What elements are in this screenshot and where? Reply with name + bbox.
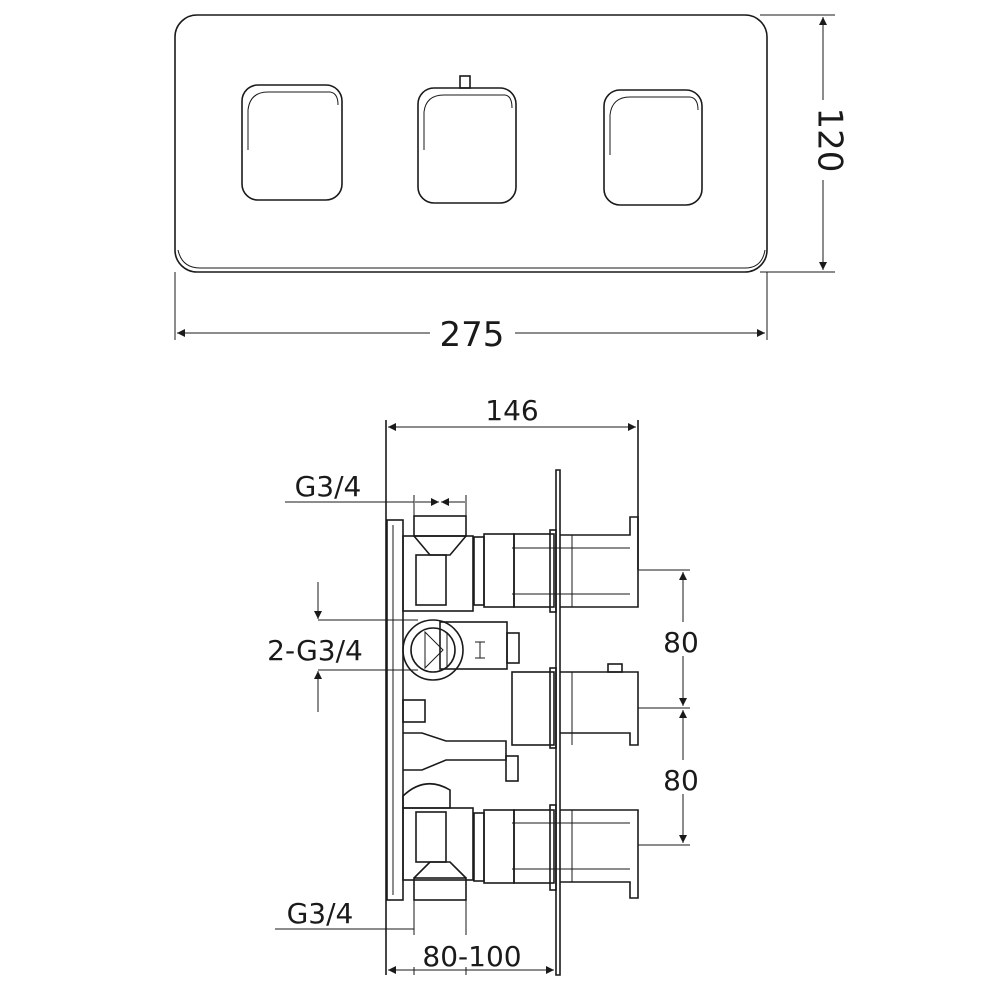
middle-valve [402,663,639,782]
spacing-lower-label: 80 [663,764,699,797]
width-dimension: 275 [174,272,768,355]
top-outlet-dimension: G3/4 [285,470,467,516]
bottom-outlet-fitting [402,783,639,901]
depth-label: 146 [485,394,538,427]
spacing-upper-label: 80 [663,626,699,659]
spacing-dimension: 80 80 [638,569,705,846]
inlet-label: 2-G3/4 [267,634,363,667]
cover-plate [174,14,768,273]
handle-left [241,84,343,201]
wall-depth-dimension: 80-100 [388,900,554,975]
front-view: 120 275 [174,14,850,355]
inlet-dimension: 2-G3/4 [267,582,418,712]
handle-middle [417,75,517,204]
side-view: 146 [267,394,705,976]
wall-depth-label: 80-100 [422,940,521,973]
handle-right [603,89,703,206]
top-outlet-fitting [402,515,639,613]
height-label: 120 [810,108,850,173]
height-dimension: 120 [760,14,850,273]
bottom-outlet-label: G3/4 [287,897,354,930]
width-label: 275 [440,315,505,355]
bottom-outlet-dimension: G3/4 [275,897,415,975]
top-outlet-label: G3/4 [295,470,362,503]
mounting-plate [386,519,404,901]
inlet-valve [402,619,520,681]
